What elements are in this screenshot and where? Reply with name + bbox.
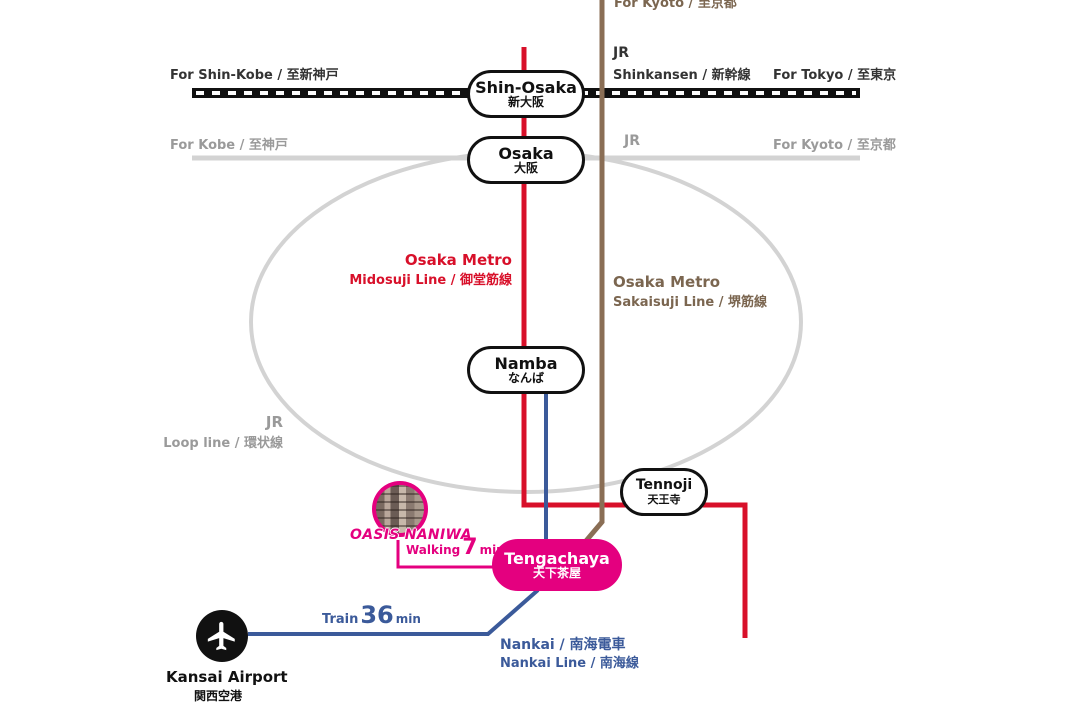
loop-line-name: JR [265,413,283,431]
airport-name-jp: 関西空港 [194,689,243,703]
shinkansen-left-label: For Shin-Kobe / 至新神戸 [170,68,339,83]
shinkansen-line-name: JR [613,45,629,61]
midosuji-line-sub: Midosuji Line / 御堂筋線 [349,273,512,288]
shinkansen-line-sub: Shinkansen / 新幹線 [613,68,751,83]
jr-left-label: For Kobe / 至神戸 [170,138,288,153]
station-name-jp: 天王寺 [647,492,681,506]
walking-minutes: 7 [462,535,478,560]
jr-right-label: For Kyoto / 至京都 [773,138,896,153]
nankai-line-sub: Nankai Line / 南海線 [500,656,639,671]
nankai-airport-line [248,588,540,636]
train-unit: min [395,612,421,626]
station-tennoji[interactable]: Tennoji 天王寺 [620,468,708,516]
station-name-jp: 大阪 [513,161,538,176]
train-label: Train [322,612,359,627]
station-name-en: Namba [494,353,558,373]
station-tengachaya[interactable]: Tengachaya 天下茶屋 [492,539,622,591]
hotel-building-image [376,485,424,533]
shinkansen-right-label: For Tokyo / 至東京 [773,68,897,83]
station-name-en: Shin-Osaka [475,77,577,97]
midosuji-line-name: Osaka Metro [404,251,512,269]
station-name-jp: なんば [507,371,544,386]
jr-line-name: JR [624,133,640,149]
sakaisuji-line-name: Osaka Metro [613,273,721,291]
walking-label: Walking [406,543,461,557]
station-name-en: Tengachaya [504,548,610,568]
station-name-jp: 天下茶屋 [532,566,581,581]
hotel-photo[interactable] [372,481,428,537]
walking-unit: min [479,543,505,557]
station-name-en: Tennoji [635,477,693,494]
airplane-glyph [207,621,235,651]
airplane-icon[interactable] [196,610,248,662]
station-osaka[interactable]: Osaka 大阪 [467,136,585,184]
airport-name-en: Kansai Airport [166,668,288,686]
loop-line-sub: Loop line / 環状線 [163,436,283,451]
sakaisuji-line-sub: Sakaisuji Line / 堺筋線 [613,295,768,310]
nankai-line-name: Nankai / 南海電車 [500,637,626,653]
hotel-name: OASIS NANIWA [350,527,472,543]
station-name-jp: 新大阪 [507,95,544,110]
walking-route [396,540,495,569]
station-namba[interactable]: Namba なんば [467,346,585,394]
station-name-en: Osaka [498,143,554,163]
station-shin-osaka[interactable]: Shin-Osaka 新大阪 [467,70,585,118]
sakaisuji-destination-label: For Kyoto / 至京都 [614,0,737,11]
train-minutes: 36 [360,601,394,629]
